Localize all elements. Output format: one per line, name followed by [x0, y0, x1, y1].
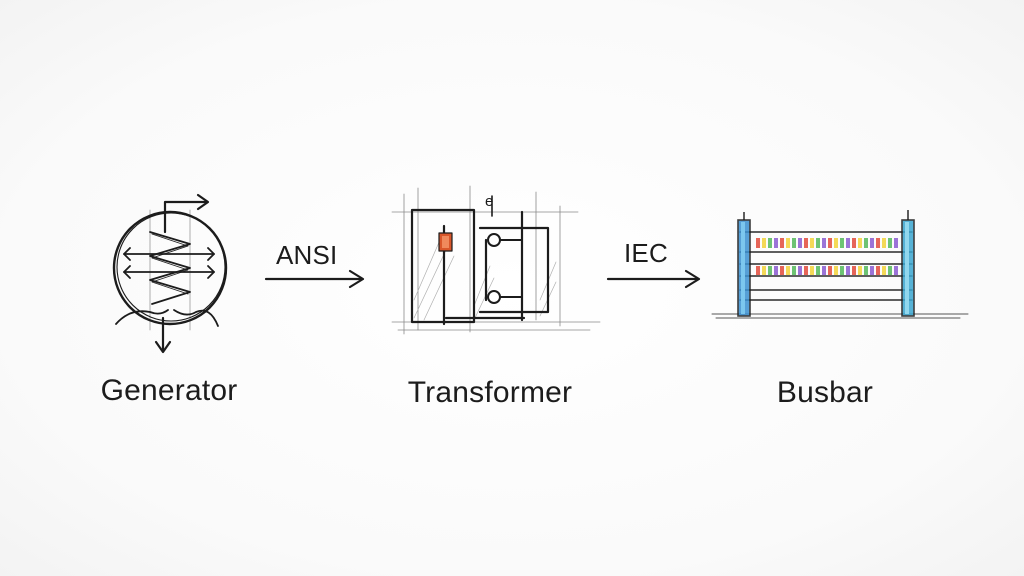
ansi-connector-arrow — [264, 269, 365, 289]
busbar-band-segment — [894, 238, 898, 248]
busbar-band-segment — [756, 266, 760, 275]
busbar-color-band-top — [756, 238, 898, 248]
busbar-band-segment — [768, 238, 772, 248]
busbar-band-segment — [816, 266, 820, 275]
busbar-band-segment — [762, 238, 766, 248]
transformer-tag: e — [485, 193, 493, 210]
generator-symbol — [112, 193, 228, 354]
busbar-band-segment — [822, 266, 826, 275]
busbar-band-segment — [780, 238, 784, 248]
busbar-band-segment — [864, 238, 868, 248]
busbar-band-segment — [774, 266, 778, 275]
busbar-band-segment — [792, 266, 796, 275]
busbar-posts — [737, 210, 915, 317]
busbar-band-segment — [864, 266, 868, 275]
busbar-band-segment — [804, 238, 808, 248]
busbar-label: Busbar — [776, 376, 874, 409]
busbar-band-segment — [768, 266, 772, 275]
busbar-band-segment — [882, 238, 886, 248]
busbar-band-segment — [846, 238, 850, 248]
busbar-band-segment — [792, 238, 796, 248]
busbar-band-segment — [786, 238, 790, 248]
busbar-band-segment — [834, 266, 838, 275]
busbar-band-segment — [870, 266, 874, 275]
busbar-band-segment — [888, 238, 892, 248]
busbar-band-segment — [786, 266, 790, 275]
generator-label: Generator — [100, 374, 238, 407]
iec-label: IEC — [624, 238, 668, 268]
busbar-band-segment — [780, 266, 784, 275]
busbar-band-segment — [894, 266, 898, 275]
busbar-band-segment — [840, 238, 844, 248]
busbar-band-segment — [798, 238, 802, 248]
busbar-band-segment — [852, 266, 856, 275]
busbar-band-segment — [870, 238, 874, 248]
busbar-band-segment — [774, 238, 778, 248]
busbar-band-segment — [810, 266, 814, 275]
busbar-band-segment — [858, 238, 862, 248]
busbar-band-segment — [798, 266, 802, 275]
busbar-band-segment — [816, 238, 820, 248]
busbar-band-segment — [876, 238, 880, 248]
busbar-band-segment — [834, 238, 838, 248]
transformer-label: Transformer — [407, 376, 573, 409]
busbar-band-segment — [810, 238, 814, 248]
busbar-band-segment — [840, 266, 844, 275]
busbar-band-segment — [804, 266, 808, 275]
busbar-band-segment — [822, 238, 826, 248]
busbar-band-segment — [888, 266, 892, 275]
busbar-band-segment — [828, 238, 832, 248]
iec-connector-arrow — [606, 269, 701, 289]
busbar-band-segment — [762, 266, 766, 275]
ansi-label: ANSI — [276, 240, 338, 270]
busbar-band-segment — [858, 266, 862, 275]
busbar-band-segment — [876, 266, 880, 275]
transformer-symbol — [391, 185, 601, 335]
busbar-band-segment — [882, 266, 886, 275]
busbar-band-segment — [756, 238, 760, 248]
busbar-symbol — [711, 231, 969, 319]
busbar-band-segment — [828, 266, 832, 275]
busbar-band-segment — [846, 266, 850, 275]
busbar-color-band-bottom — [756, 266, 898, 275]
busbar-band-segment — [852, 238, 856, 248]
